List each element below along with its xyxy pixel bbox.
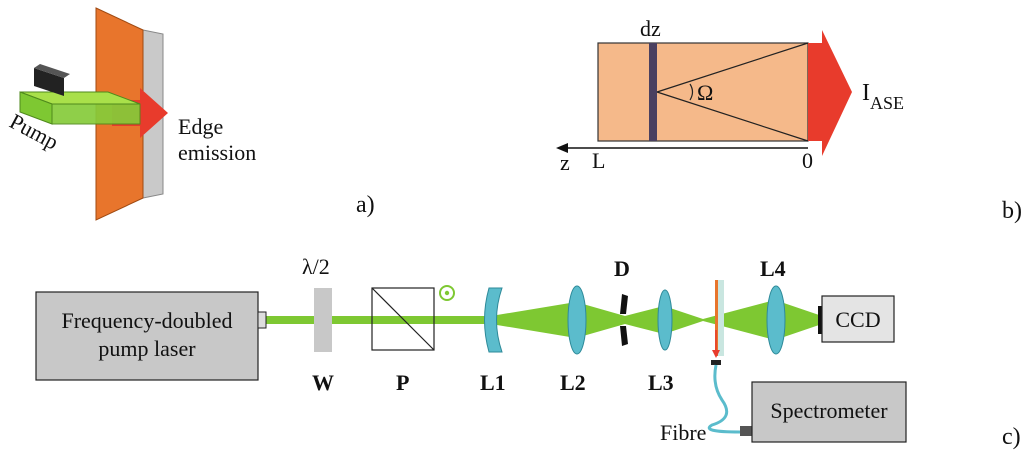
- sample-substrate: [718, 280, 724, 356]
- fibre-cable: [707, 364, 741, 434]
- spectrometer-box: [751, 381, 907, 443]
- panel-c: Frequency-doubled pump laser λ/2 W P L1 …: [35, 254, 1021, 450]
- ccd-sensor-face: [818, 306, 822, 334]
- iase-main: I: [862, 80, 870, 106]
- beam-focus: [664, 306, 703, 334]
- lens-L4: [766, 285, 786, 355]
- lens-L2: [567, 285, 587, 355]
- dz-slice: [649, 43, 657, 141]
- edge-label-line2: emission: [178, 140, 256, 165]
- polarization-dot-inner: [444, 290, 450, 296]
- L3-label: L3: [648, 370, 674, 395]
- edge-label-line1: Edge: [178, 114, 223, 139]
- L-label: L: [592, 148, 605, 173]
- iase-label: IASE: [862, 80, 904, 113]
- P-label: P: [396, 370, 409, 395]
- L1-label: L1: [480, 370, 506, 395]
- halfwave-label: λ/2: [302, 254, 330, 279]
- panel-a-tag: a): [356, 192, 375, 218]
- beam-converging-1: [576, 302, 625, 338]
- fibre-input: [711, 360, 721, 365]
- lens-L1: [484, 287, 503, 353]
- cube-diagonal: [371, 287, 435, 351]
- panel-b-tag: b): [1002, 198, 1022, 224]
- fibre-label: Fibre: [660, 420, 706, 445]
- spectrometer-label: Spectrometer: [770, 398, 888, 423]
- black-mask-top: [34, 64, 70, 78]
- cone-line-top: [656, 42, 809, 93]
- emission-ray-head: [712, 350, 720, 358]
- sample-film: [715, 280, 718, 356]
- beam-diverging-2: [703, 300, 775, 340]
- W-label: W: [312, 370, 334, 395]
- cone-line-bottom: [656, 91, 809, 142]
- pump-laser-box: [35, 291, 259, 381]
- beam-collimated: [265, 316, 491, 324]
- polarizing-cube: [371, 287, 435, 351]
- panel-a: Pump Edge emission a): [6, 7, 375, 221]
- D-label: D: [614, 256, 630, 281]
- dz-label: dz: [640, 16, 661, 41]
- pump-stripe-side: [51, 103, 141, 125]
- lens-L3: [657, 289, 673, 351]
- ccd-box: [821, 295, 895, 343]
- diaphragm-top: [620, 294, 628, 314]
- omega-arc: [689, 83, 694, 101]
- polarization-dot-outer: [439, 285, 455, 301]
- L2-label: L2: [560, 370, 586, 395]
- half-wave-plate: [314, 288, 332, 352]
- beam-diverging-1: [625, 306, 664, 334]
- zero-label: 0: [802, 148, 813, 173]
- ccd-label: CCD: [835, 307, 880, 332]
- fibre-connector: [740, 426, 752, 436]
- L4-label: L4: [760, 256, 786, 281]
- gain-region: [597, 42, 809, 142]
- laser-output-port: [257, 311, 267, 329]
- laser-label-line1: Frequency-doubled: [61, 308, 232, 333]
- beam-expanding: [491, 302, 576, 338]
- panel-c-tag: c): [1002, 424, 1021, 450]
- black-mask: [34, 68, 64, 96]
- laser-label-line2: pump laser: [98, 336, 196, 361]
- iase-sub: ASE: [870, 93, 904, 113]
- omega-label: Ω: [697, 80, 713, 105]
- z-axis-arrowhead: [556, 143, 568, 153]
- beam-to-ccd: [775, 300, 822, 340]
- diaphragm-bottom: [620, 326, 628, 346]
- z-label: z: [560, 150, 570, 175]
- ase-arrow: [808, 30, 852, 156]
- panel-b: Ω dz IASE z L 0 b): [556, 16, 1022, 224]
